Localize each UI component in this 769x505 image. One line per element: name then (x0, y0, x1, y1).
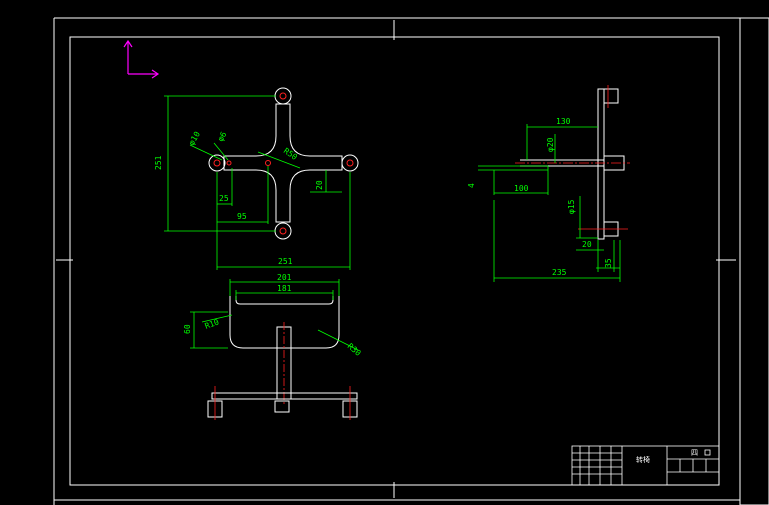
dim-20: 20 (315, 180, 324, 190)
dim-4: 4 (467, 183, 476, 188)
top-view: 251 251 φ10 φ6 R50 25 95 20 (154, 87, 359, 270)
dim-20-side: 20 (582, 240, 592, 249)
dim-100: 100 (514, 184, 529, 193)
caster-hole-top (274, 87, 292, 105)
dim-235: 235 (552, 268, 567, 277)
front-view: 201 181 60 R10 R30 (183, 273, 363, 420)
dim-60: 60 (183, 324, 192, 334)
dim-phi15: φ15 (567, 199, 576, 214)
caster-hole-right (341, 154, 359, 172)
dim-phi20: φ20 (546, 137, 555, 152)
title-drawing-name: 转椅 (636, 455, 650, 464)
dim-95: 95 (237, 212, 247, 221)
title-block (571, 445, 720, 486)
dim-181: 181 (277, 284, 292, 293)
title-scale-mark: 四 (691, 449, 698, 457)
dim-251-vertical: 251 (154, 155, 163, 170)
side-seat (597, 88, 605, 240)
side-view: 130 φ20 4 100 φ15 20 35 235 (467, 85, 630, 282)
cross-base-outline (223, 103, 343, 223)
center-hole (265, 160, 271, 166)
caster-hole-bottom (274, 222, 292, 240)
drawing-border (56, 20, 736, 498)
caster-center (274, 400, 290, 413)
caster-hole-left (208, 154, 226, 172)
base-bar (211, 392, 358, 400)
dim-phi6: φ6 (216, 130, 229, 143)
ucs-icon (123, 39, 160, 79)
dim-35: 35 (604, 258, 613, 268)
viewport-frame (53, 17, 740, 505)
dim-r50: R50 (282, 146, 299, 162)
dim-r10: R10 (204, 317, 221, 330)
dim-130: 130 (556, 117, 571, 126)
dim-201: 201 (277, 273, 292, 282)
dim-251-horizontal: 251 (278, 257, 293, 266)
dim-25: 25 (219, 194, 229, 203)
dim-r30: R30 (346, 342, 363, 358)
vertical-scrollbar[interactable] (739, 17, 769, 505)
dim-phi10: φ10 (187, 130, 202, 147)
